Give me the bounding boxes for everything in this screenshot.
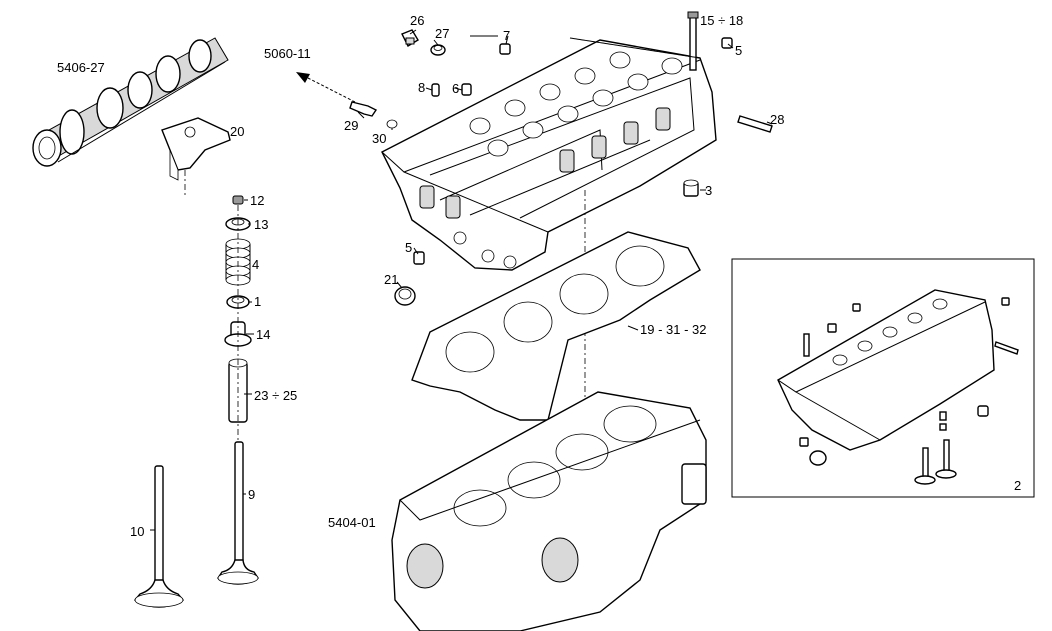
label-part-7: 7: [503, 28, 510, 43]
engine-block: [391, 391, 707, 631]
cam-journals: [469, 51, 683, 157]
nut-5-low: [413, 251, 425, 265]
inset-cylinder-head-assembly: [777, 289, 1019, 485]
part-7: [499, 43, 511, 55]
cylinder-head: [381, 39, 717, 271]
bolt-15-18: [687, 11, 699, 71]
rocker-arm: [161, 117, 231, 198]
label-guide: 23 ÷ 25: [254, 388, 297, 403]
inset-frame: [731, 258, 1035, 498]
plug-27: [430, 44, 446, 56]
label-nut-5-low: 5: [405, 240, 412, 255]
label-plug-27: 27: [435, 26, 449, 41]
label-arrow-ref: 5060-11: [264, 46, 311, 61]
label-exhaust-valve: 9: [248, 487, 255, 502]
stud-28: [737, 115, 773, 133]
label-intake-valve: 10: [130, 524, 144, 539]
label-bolt: 15 ÷ 18: [700, 13, 743, 28]
label-camshaft: 5406-27: [57, 60, 105, 75]
head-gasket: [411, 231, 701, 421]
plug-26: [401, 29, 419, 47]
label-washer-30: 30: [372, 131, 386, 146]
sensor-29: [349, 101, 378, 117]
callout-labels: 5406-27 5060-11 20 12 13 4 1 14 23 ÷ 25 …: [57, 13, 1021, 539]
pin-8: [431, 83, 440, 97]
label-pin-8: 8: [418, 80, 425, 95]
exhaust-valve: [217, 441, 259, 585]
camshaft: [32, 37, 229, 167]
washer-30: [386, 119, 398, 129]
label-bush-3: 3: [705, 183, 712, 198]
leader-lines: [150, 29, 773, 531]
label-plug-26: 26: [410, 13, 424, 28]
label-retainer: 12: [250, 193, 264, 208]
label-nut-5-top: 5: [735, 43, 742, 58]
head-ports: [419, 107, 671, 219]
label-seal: 14: [256, 327, 270, 342]
label-inset-ref: 2: [1014, 478, 1021, 493]
intake-valve: [133, 465, 185, 608]
label-sensor-29: 29: [344, 118, 358, 133]
label-pin-6: 6: [452, 81, 459, 96]
valve-retainer: [232, 195, 244, 205]
label-spring: 4: [252, 257, 259, 272]
label-block: 5404-01: [328, 515, 376, 530]
plug-21: [394, 286, 416, 306]
bush-3: [683, 179, 699, 197]
label-stud-28: 28: [770, 112, 784, 127]
label-plug-21: 21: [384, 272, 398, 287]
pin-6: [461, 83, 472, 96]
label-gasket: 19 - 31 - 32: [640, 322, 707, 337]
label-spring-seat: 1: [254, 294, 261, 309]
label-cap: 13: [254, 217, 268, 232]
label-rocker: 20: [230, 124, 244, 139]
reference-arrow: [296, 72, 356, 103]
